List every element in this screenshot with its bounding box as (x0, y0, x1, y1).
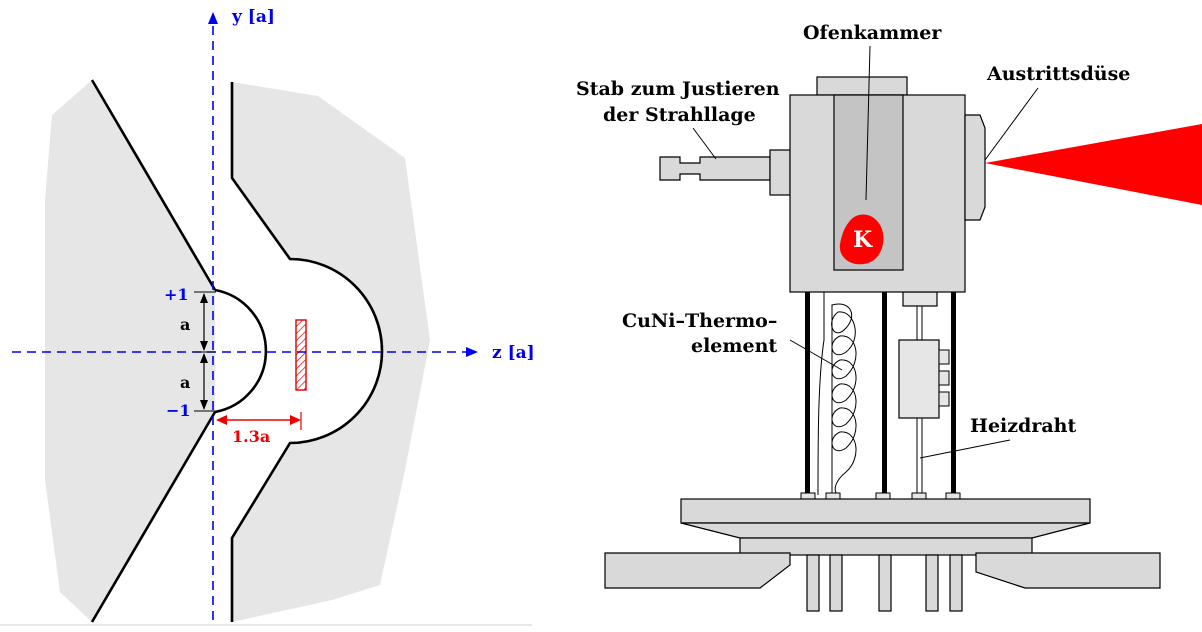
label-rod-line2: der Strahllage (603, 104, 756, 126)
flange-right (975, 552, 1161, 589)
thermocouple-coil (831, 303, 857, 496)
leader-heater (919, 439, 1011, 459)
distance-label: 1.3a (232, 427, 270, 446)
left-electrode (45, 80, 215, 622)
pin-4 (925, 554, 939, 612)
pad-5 (945, 492, 961, 500)
leader-thermocouple (789, 339, 843, 371)
right-electrode (232, 82, 430, 622)
half-gap-upper: a (180, 315, 190, 334)
label-rod-line1: Stab zum Justieren (576, 78, 780, 100)
oven-top-cap (816, 76, 908, 96)
label-oven-chamber: Ofenkammer (803, 22, 942, 44)
pin-5 (949, 554, 963, 612)
tick-minus-one: −1 (166, 401, 191, 420)
y-axis-label: y [a] (231, 7, 275, 27)
right-diagram: K Ofenkammer Austrittsdüse Stab zum Just… (576, 22, 1202, 612)
pin-2 (829, 554, 843, 612)
leader-nozzle (984, 87, 1039, 161)
left-electrode-cavity (214, 288, 268, 414)
heater-tab-3 (938, 391, 950, 407)
pin-3 (878, 554, 892, 612)
dim-arrow-2 (200, 341, 208, 351)
heater-block (898, 339, 940, 419)
tick-plus-one: +1 (164, 285, 189, 304)
leader-rod (692, 127, 717, 160)
pad-4 (911, 492, 927, 500)
pin-1 (806, 554, 820, 612)
target-plate (295, 319, 307, 391)
left-electrode-edge-upper (90, 79, 217, 291)
adjustment-rod (659, 156, 771, 181)
atomic-beam (985, 124, 1202, 205)
rod-flange (769, 149, 791, 196)
base-plate-top (680, 498, 1091, 524)
heater-connector (902, 291, 938, 307)
post-3 (951, 292, 956, 497)
crucible-mark: K (853, 227, 873, 253)
leader-oven-chamber (865, 45, 871, 201)
pad-3 (875, 492, 891, 500)
base-plate-taper (680, 522, 1091, 539)
post-2 (882, 292, 887, 497)
label-thermocouple-line1: CuNi–Thermo– (622, 310, 777, 332)
heater-tab-2 (938, 370, 950, 386)
label-heater: Heizdraht (970, 415, 1076, 437)
post-1 (805, 292, 810, 497)
red-dim-arrow-right (290, 415, 301, 425)
flange-left (604, 552, 791, 589)
heater-tab-1 (938, 349, 950, 365)
pad-1 (800, 492, 816, 500)
half-gap-lower: a (180, 373, 190, 392)
left-electrode-edge-lower (90, 411, 217, 623)
dim-arrow-1 (200, 293, 208, 303)
red-dim-arrow-left (216, 415, 227, 425)
dim-arrow-4 (200, 400, 208, 410)
label-thermocouple-line2: element (691, 335, 777, 357)
crucible-sample (839, 214, 884, 265)
thermocouple-wire-left (817, 292, 825, 496)
label-nozzle: Austrittsdüse (986, 63, 1130, 85)
nozzle-body (964, 114, 986, 221)
z-axis-label: z [a] (492, 343, 535, 363)
dim-arrow-3 (200, 353, 208, 363)
pad-2 (825, 492, 841, 500)
right-electrode-edge (230, 82, 384, 622)
left-diagram: y [a] z [a] +1 −1 a a 1.3a (0, 7, 535, 626)
